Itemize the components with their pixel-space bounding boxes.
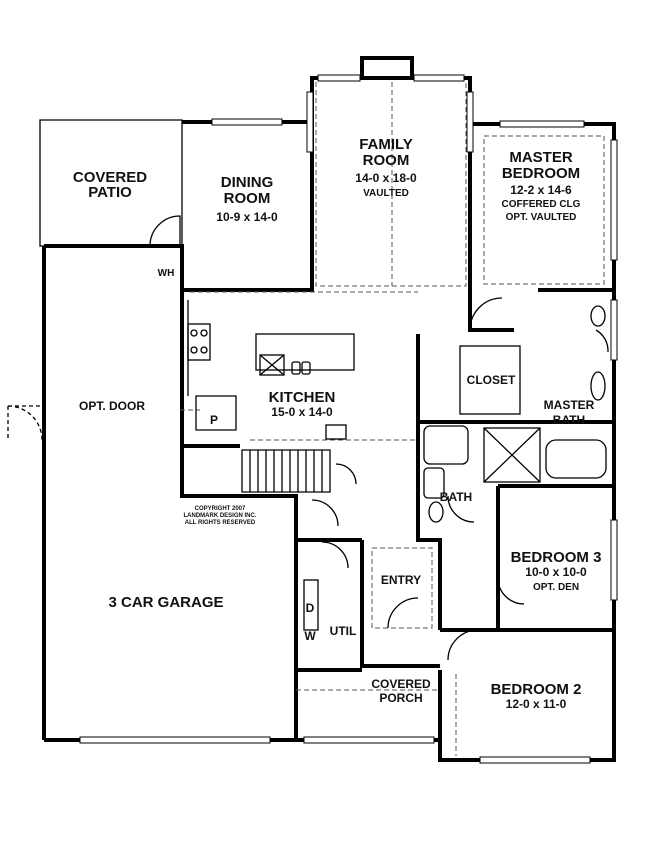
bedroom2-name: BEDROOM 2: [491, 681, 582, 698]
family-room-size: 14-0 x 18-0: [355, 171, 417, 185]
garage-label: 3 CAR GARAGE: [108, 594, 223, 611]
dining-room-label: DINING ROOM 10-9 x 14-0: [216, 174, 278, 224]
master-bedroom-label: MASTER BEDROOM 12-2 x 14-6 COFFERED CLG …: [502, 149, 581, 223]
windows: [79, 74, 618, 764]
master-bath-name-2: BATH: [553, 413, 585, 427]
covered-patio-name-2: PATIO: [88, 184, 132, 201]
bedroom3-name: BEDROOM 3: [511, 549, 602, 566]
covered-porch-label: COVERED PORCH: [371, 677, 431, 705]
closet-label: CLOSET: [467, 373, 516, 387]
bedroom3-size: 10-0 x 10-0: [525, 565, 587, 579]
bedroom2-size: 12-0 x 11-0: [506, 697, 567, 711]
exterior-walls: [39, 56, 616, 762]
utility-label: UTIL: [330, 624, 357, 638]
copyright-line-3: ALL RIGHTS RESERVED: [185, 520, 256, 526]
washer-label: W: [304, 629, 316, 643]
covered-patio-label: COVERED PATIO: [73, 169, 147, 201]
master-bedroom-note-2: OPT. VAULTED: [506, 212, 577, 223]
family-room-label: FAMILY ROOM 14-0 x 18-0 VAULTED: [355, 136, 417, 199]
family-room-name-1: FAMILY: [359, 136, 413, 153]
kitchen-label: KITCHEN 15-0 x 14-0: [269, 389, 336, 419]
covered-porch-name-2: PORCH: [379, 691, 422, 705]
master-bedroom-size: 12-2 x 14-6: [510, 183, 572, 197]
bedroom2-label: BEDROOM 2 12-0 x 11-0: [491, 681, 582, 711]
bedroom3-label: BEDROOM 3 10-0 x 10-0 OPT. DEN: [511, 549, 602, 593]
opt-door-label: OPT. DOOR: [79, 399, 145, 413]
dining-room-name-2: ROOM: [224, 190, 271, 207]
master-bedroom-name-2: BEDROOM: [502, 165, 580, 182]
copyright-line-1: COPYRIGHT 2007: [195, 506, 246, 512]
dryer-label: D: [306, 601, 315, 615]
dashed-lines: [180, 82, 605, 756]
pantry-label: P: [210, 413, 218, 427]
copyright-notice: COPYRIGHT 2007 LANDMARK DESIGN INC. ALL …: [184, 506, 257, 526]
master-bath-label: MASTER BATH: [544, 398, 595, 427]
entry-label: ENTRY: [381, 573, 421, 587]
copyright-line-2: LANDMARK DESIGN INC.: [184, 513, 257, 519]
door-swings: [7, 215, 609, 661]
kitchen-fixtures: [187, 300, 355, 493]
kitchen-size: 15-0 x 14-0: [271, 405, 333, 419]
master-bedroom-note-1: COFFERED CLG: [502, 199, 581, 210]
covered-patio-name-1: COVERED: [73, 169, 147, 186]
bath-label: BATH: [440, 490, 472, 504]
master-bath-name-1: MASTER: [544, 398, 595, 412]
covered-porch-name-1: COVERED: [371, 677, 431, 691]
master-bedroom-name-1: MASTER: [509, 149, 573, 166]
kitchen-name: KITCHEN: [269, 389, 336, 406]
water-heater-label: WH: [158, 268, 175, 279]
dining-room-size: 10-9 x 14-0: [216, 210, 278, 224]
bath-fixtures: [303, 305, 607, 631]
dining-room-name-1: DINING: [221, 174, 274, 191]
family-room-note: VAULTED: [363, 188, 409, 199]
family-room-name-2: ROOM: [363, 152, 410, 169]
bedroom3-note: OPT. DEN: [533, 582, 579, 593]
